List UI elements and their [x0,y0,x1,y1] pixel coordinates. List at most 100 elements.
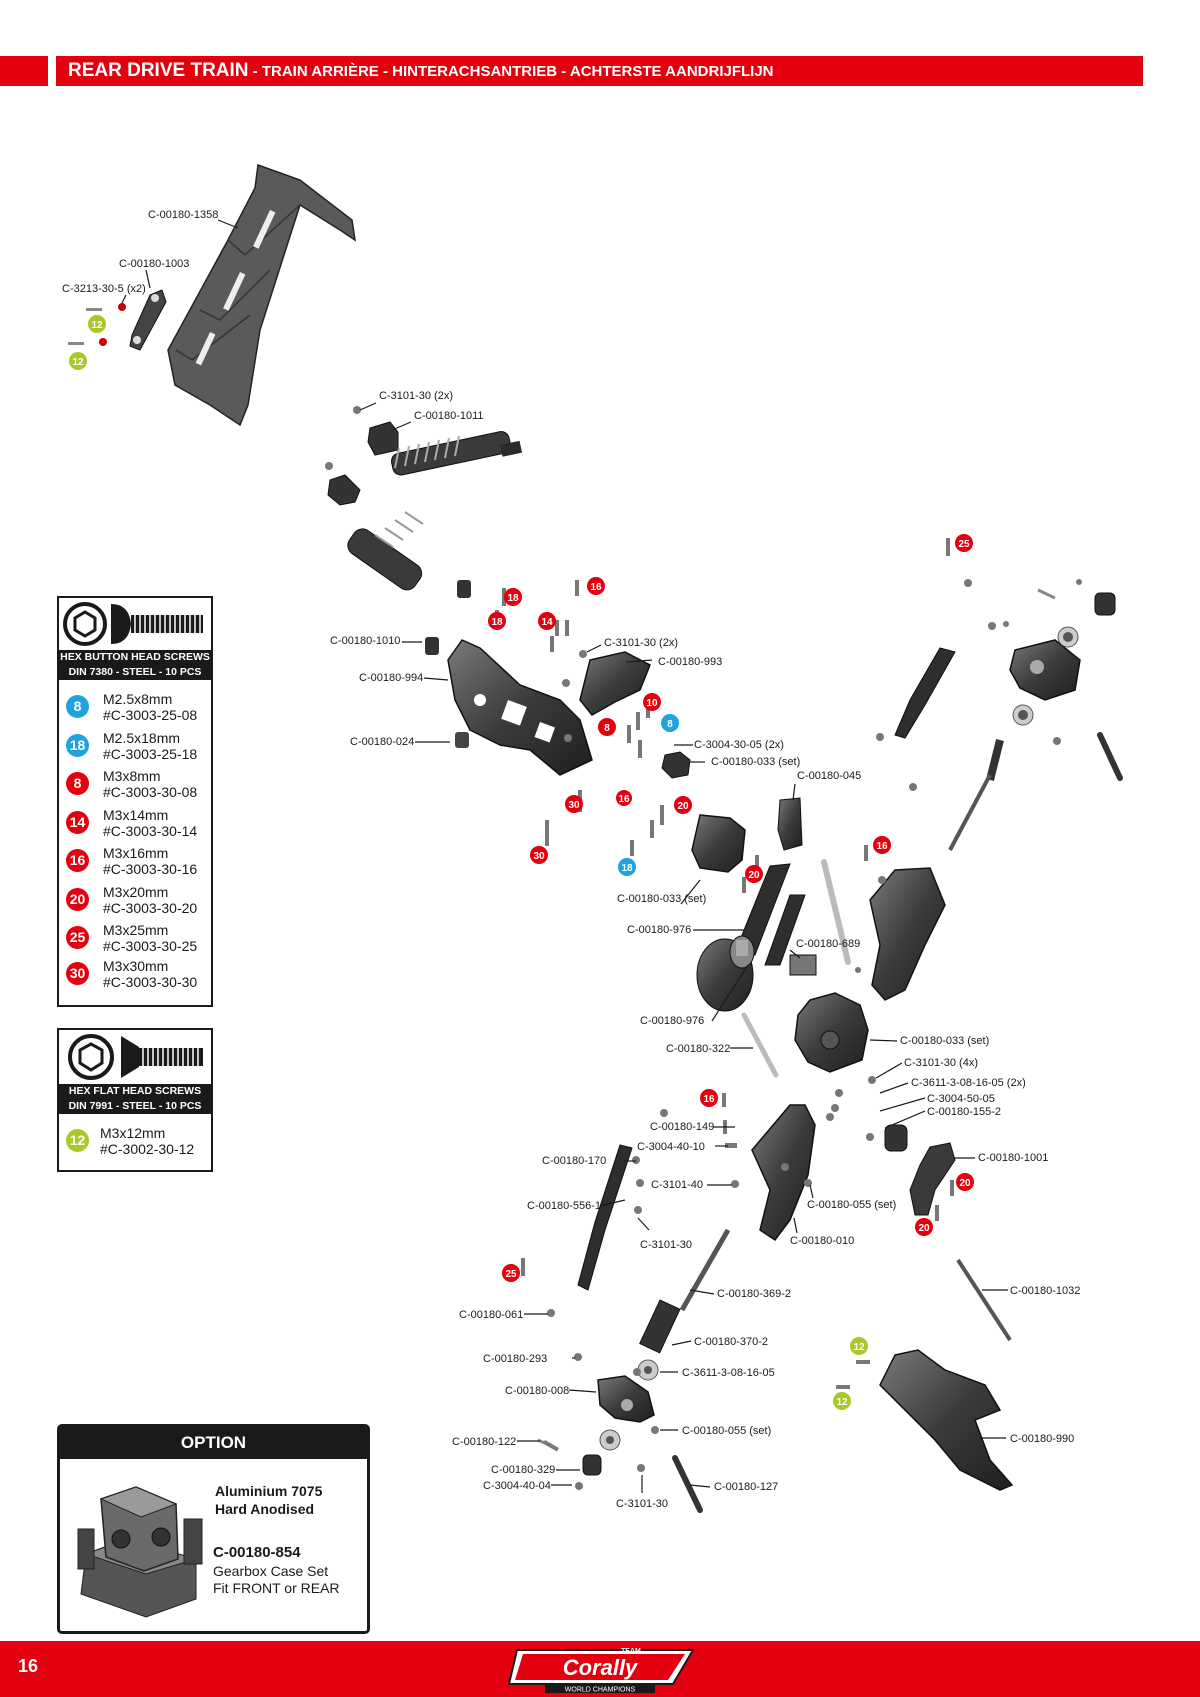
badge-label: 20 [918,1223,930,1234]
badge-label: 12 [91,320,103,331]
spacer-part [457,580,471,598]
legend-size: M3x16mm [103,845,169,861]
legend-code: #C-3003-25-08 [103,707,198,723]
badge-label: 25 [505,1269,517,1280]
part-label: C-3611-3-08-16-05 [682,1367,775,1379]
part-label: C-00180-127 [714,1481,778,1493]
part-label: C-00180-1010 [330,635,400,647]
wing-screws [68,303,126,346]
wing-mount-part [129,289,167,351]
logo-tagline: WORLD CHAMPIONS [565,1687,636,1694]
part-label: C-00180-122 [452,1436,516,1448]
legend-code: #C-3003-30-08 [103,784,198,800]
legend-button-head: HEX BUTTON HEAD SCREWS DIN 7380 - STEEL … [57,596,213,1007]
part-label: C-3101-30 (2x) [379,390,453,402]
part-label: C-3004-40-04 [483,1480,551,1492]
part-label: C-3101-30 [616,1498,668,1510]
badge-label: 14 [541,617,553,628]
part-label: C-00180-033 (set) [617,893,706,905]
gearbox-case-option-image [77,1486,203,1618]
legend-dot: 25 [66,926,89,949]
gearbox-cover-part [691,814,746,873]
hinge-pin-part [821,859,851,965]
legend-row: 30 M3x30mm #C-3003-30-30 [59,956,211,994]
part-label: C-3101-30 (4x) [904,1057,978,1069]
legend-dot: 16 [66,849,89,872]
rear-bumper-part [879,1349,1014,1491]
shock-nut-part-2 [353,406,361,414]
part-label: C-00180-045 [797,770,861,782]
wheel-nut-lower-part [582,1454,602,1476]
axle-pin-part [1097,732,1123,781]
hub-carrier-lower-part [597,1375,655,1423]
part-label: C-00180-155-2 [927,1106,1001,1118]
legend-size: M2.5x18mm [103,730,181,746]
part-label: C-3101-40 [651,1179,703,1191]
legend-size: M3x30mm [103,958,169,974]
set-screw-part [1037,588,1056,600]
part-label: C-00180-322 [666,1043,730,1055]
shock-tower-part [447,639,593,776]
badge-label: 16 [876,841,888,852]
part-label: C-3004-40-10 [637,1141,705,1153]
part-label: C-3004-50-05 [927,1093,995,1105]
header-bar [0,56,1143,86]
part-label: C-00180-033 (set) [900,1035,989,1047]
part-label: C-00180-369-2 [717,1288,791,1300]
part-label: C-00180-1001 [978,1152,1048,1164]
legend-code: #C-3003-30-16 [103,861,198,877]
badge-label: 18 [507,593,519,604]
part-label: C-00180-149 [650,1121,714,1133]
option-part-number: C-00180-854 [213,1544,301,1561]
badge-label: 16 [703,1094,715,1105]
legend-code: #C-3003-30-20 [103,900,198,916]
small-hardware [495,538,1082,1490]
badge-label: 30 [533,851,545,862]
option-desc-2: Fit FRONT or REAR [213,1580,340,1596]
badge-label: 12 [72,357,84,368]
badge-label: 20 [748,870,760,881]
side-guard-part [909,1142,956,1216]
part-label: C-00180-055 (set) [682,1425,771,1437]
hinge-pin-322-part [741,1012,779,1078]
part-label: C-00180-976 [627,924,691,936]
wheel-nut-part [1094,592,1116,616]
part-labels: C-00180-1358 C-00180-1003 C-3213-30-5 (x… [62,209,1080,1510]
legend-row: 14 M3x14mm #C-3003-30-14 [59,805,211,843]
legend-row: 8 M3x8mm #C-3003-30-08 [59,766,211,804]
badge-label: 30 [568,800,580,811]
cvd-upper-part [948,739,1004,851]
hinge-block-part [661,751,691,779]
title-sub: - TRAIN ARRIÈRE - HINTERACHSANTRIEB - AC… [248,63,774,80]
part-label: C-00180-033 (set) [711,756,800,768]
legend-flat-title-2: DIN 7991 - STEEL - 10 PCS [59,1099,211,1114]
legend-size: M3x12mm [100,1125,166,1141]
part-label: C-3101-30 [640,1239,692,1251]
badge-label: 12 [836,1397,848,1408]
badge-label: 25 [958,539,970,550]
part-label: C-00180-1032 [1010,1285,1080,1297]
part-label: C-00180-976 [640,1015,704,1027]
part-label: C-00180-556-1 [527,1200,601,1212]
legend-row: 25 M3x25mm #C-3003-30-25 [59,920,211,958]
part-label: C-00180-293 [483,1353,547,1365]
badge-label: 16 [590,582,602,593]
badge-label: 18 [491,617,503,628]
legend-dot: 8 [66,772,89,795]
legend-dot: 14 [66,811,89,834]
part-label: C-00180-1011 [414,410,484,422]
team-corally-logo: Corally TEAM WORLD CHAMPIONS [507,1648,695,1694]
option-line-1: Aluminium 7075 [215,1483,323,1499]
cvd-lower-part [639,1228,731,1354]
button-head-screw-icon [63,602,203,646]
part-label: C-00180-061 [459,1309,523,1321]
part-label: C-00180-689 [796,938,860,950]
pinion-part [789,954,817,976]
part-label: C-00180-024 [350,736,414,748]
part-label: C-00180-994 [359,672,423,684]
part-label: C-00180-055 (set) [807,1199,896,1211]
part-label: C-00180-993 [658,656,722,668]
part-label: C-00180-329 [491,1464,555,1476]
shock-nut-part [325,462,333,470]
legend-row: 8 M2.5x8mm #C-3003-25-08 [59,689,211,727]
